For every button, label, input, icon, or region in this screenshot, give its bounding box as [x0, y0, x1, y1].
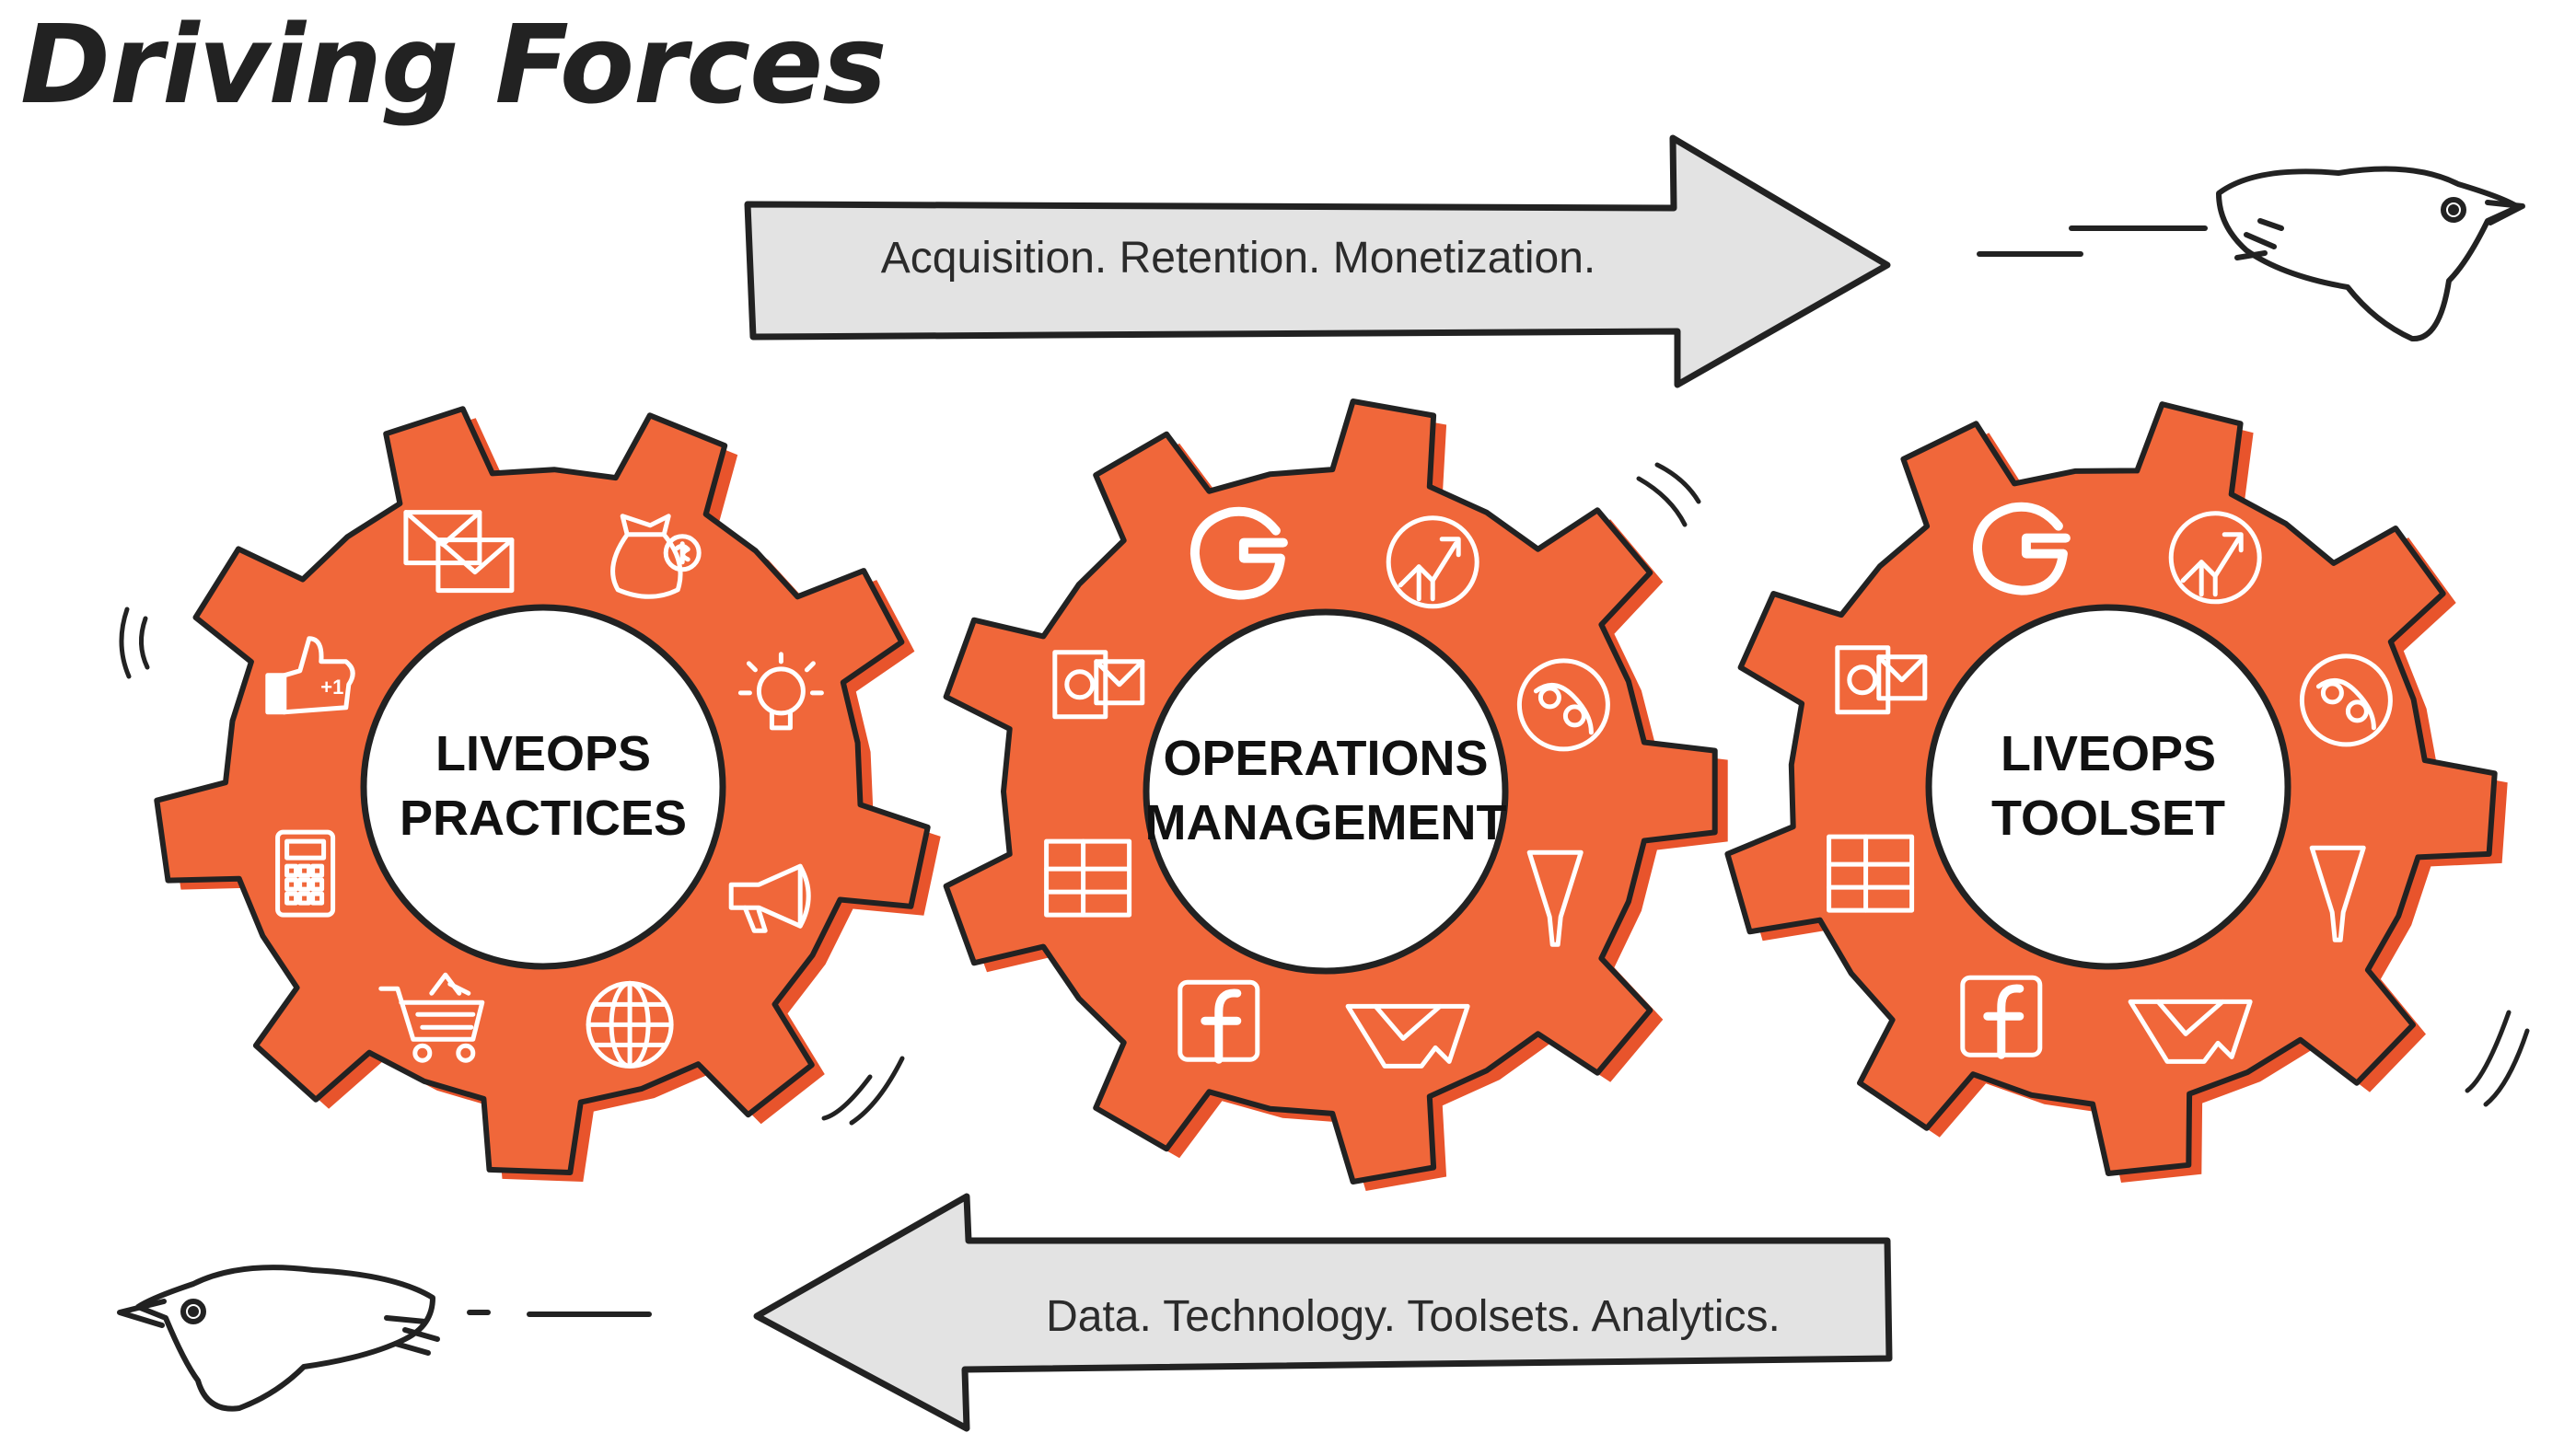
top-arrow: Acquisition. Retention. Monetization. [744, 134, 1891, 388]
globe-icon [586, 980, 674, 1069]
envelopes-icon [403, 510, 515, 594]
gear-hub [1925, 604, 2291, 970]
gear-label-line1: OPERATIONS [1163, 731, 1488, 786]
gear-label-line2: PRACTICES [400, 791, 687, 846]
funnel-icon [1526, 849, 1584, 947]
money-bag-icon [610, 514, 702, 599]
mail-tray-icon [1345, 1003, 1470, 1069]
gear-label-line1: LIVEOPS [435, 726, 651, 781]
outlook-icon [1835, 645, 1928, 715]
google-icon [1972, 502, 2071, 595]
funnel-icon [2309, 845, 2366, 942]
gear-3: LIVEOPS TOOLSET [1724, 401, 2508, 1184]
windows-icon [1827, 834, 1915, 913]
gear-hub [360, 604, 726, 970]
bottom-arrow-label: Data. Technology. Toolsets. Analytics. [1046, 1292, 1781, 1341]
growth-chart-icon [1386, 515, 1479, 609]
lightbulb-icon [737, 652, 824, 731]
facebook-icon [1960, 975, 2043, 1059]
top-arrow-label: Acquisition. Retention. Monetization. [881, 234, 1595, 283]
growth-chart-icon [2168, 511, 2262, 605]
facebook-icon [1178, 979, 1260, 1064]
google-icon [1189, 506, 1288, 600]
link-circle-icon [1516, 658, 1610, 752]
gear-1: LIVEOPS PRACTICES +1 [154, 406, 941, 1182]
page-title: Driving Forces [20, 1, 887, 128]
bird-left-icon [117, 1265, 652, 1412]
mail-tray-icon [2128, 999, 2253, 1064]
megaphone-icon [728, 863, 811, 933]
calculator-icon [275, 829, 336, 918]
bird-right-icon [1977, 166, 2525, 342]
bottom-arrow: Data. Technology. Toolsets. Analytics. [753, 1193, 1893, 1432]
link-circle-icon [2299, 653, 2393, 747]
gear-hub [1143, 608, 1509, 975]
shopping-cart-icon [378, 972, 485, 1063]
outlook-icon [1052, 650, 1145, 720]
gear-label-line2: MANAGEMENT [1145, 795, 1507, 850]
gear-2: OPERATIONS MANAGEMENT [943, 399, 1728, 1191]
gear-label-line1: LIVEOPS [2001, 726, 2216, 781]
windows-icon [1044, 838, 1132, 918]
gear-label-line2: TOOLSET [1991, 791, 2225, 846]
motion-marks [119, 462, 2530, 1126]
thumbs-up-icon: +1 [265, 636, 355, 715]
svg-text:+1: +1 [320, 676, 343, 699]
